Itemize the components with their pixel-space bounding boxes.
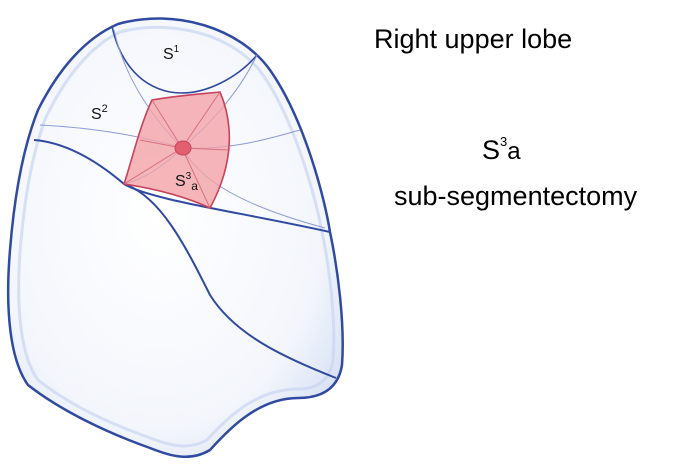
- s1-boundary: [111, 25, 258, 94]
- lung-rim: [17, 25, 336, 448]
- lung-outline: [6, 17, 344, 458]
- diagram-title: Right upper lobe: [374, 24, 573, 54]
- procedure-segment-base: S: [482, 135, 501, 165]
- fissure-oblique: [123, 183, 337, 379]
- label-s1: S1: [163, 44, 180, 63]
- procedure-segment-sub: a: [507, 138, 521, 165]
- label-s3a: S3a: [175, 171, 198, 193]
- label-s2: S2: [91, 103, 108, 123]
- procedure-name: sub-segmentectomy: [394, 181, 638, 211]
- bronchus-center-dot: [174, 140, 192, 156]
- procedure-segment-label: S3a: [482, 134, 521, 166]
- procedure-segment-sup: 3: [500, 134, 508, 149]
- s3a-radial-lines: [123, 91, 231, 209]
